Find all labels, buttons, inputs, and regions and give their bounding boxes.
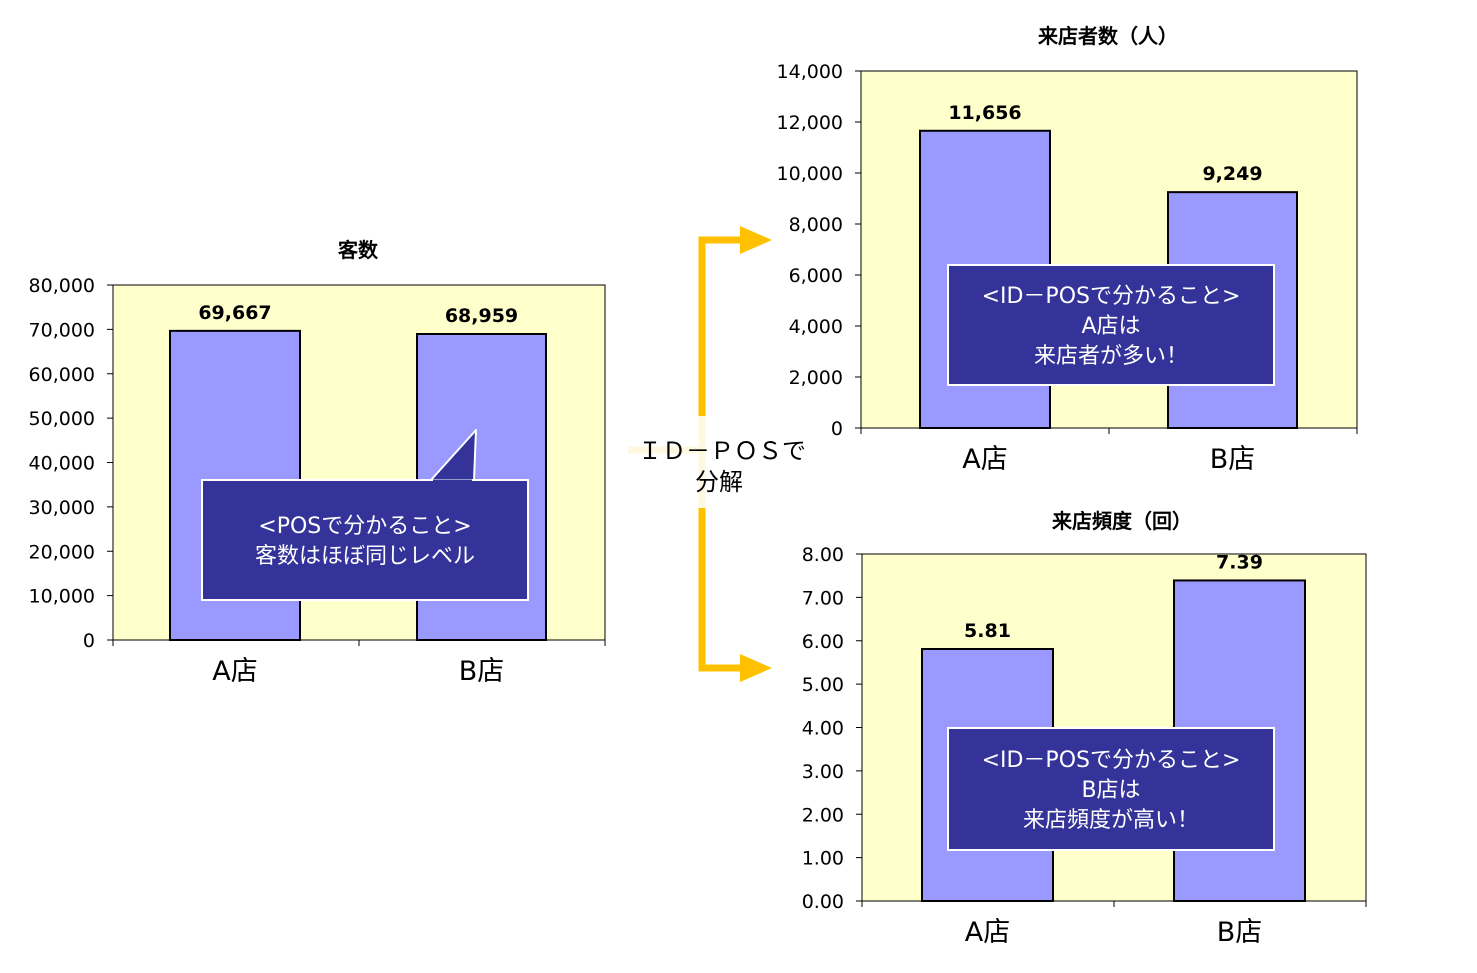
callout-line: 来店頻度が高い！ [1023,808,1199,833]
y-tick-label: 2,000 [789,367,843,389]
chart-title: 来店頻度（回） [1051,509,1192,533]
callout-line: <ID－POSで分かること> [982,284,1241,309]
data-label: 68,959 [445,305,518,327]
callout-box [201,479,529,601]
chart-title: 来店者数（人） [1037,24,1178,48]
y-tick-label: 4.00 [802,718,844,740]
y-tick-label: 70,000 [29,319,95,341]
data-label: 5.81 [964,620,1011,642]
y-tick-label: 4,000 [789,316,843,338]
data-label: 9,249 [1202,163,1262,185]
y-tick-label: 6.00 [802,631,844,653]
y-tick-label: 5.00 [802,674,844,696]
y-tick-label: 10,000 [29,586,95,608]
y-tick-label: 3.00 [802,761,844,783]
data-label: 69,667 [198,302,271,324]
y-tick-label: 7.00 [802,587,844,609]
callout-line: <POSで分かること> [258,514,471,539]
callout-box [947,264,1275,386]
data-label: 11,656 [948,102,1021,124]
y-tick-label: 8.00 [802,544,844,566]
y-tick-label: 40,000 [29,453,95,475]
category-label: B店 [459,656,505,687]
chart-hindo: 来店頻度（回） 0.00 1.00 2.00 3.00 4.00 5.00 6.00 7.00 8… [802,509,1367,948]
y-tick-label: 1.00 [802,848,844,870]
y-tick-label: 80,000 [29,275,95,297]
category-label: B店 [1217,917,1263,948]
connector-label-line2: 分解 [695,468,743,496]
y-tick-label: 0 [831,418,843,440]
y-tick-label: 60,000 [29,364,95,386]
y-tick-label: 10,000 [777,163,843,185]
connector: ＩＤ－ＰＯＳで 分解 [606,226,822,682]
y-tick-label: 8,000 [789,214,843,236]
y-tick-label: 20,000 [29,541,95,563]
callout-line: B店は [1081,778,1140,803]
y-tick-label: 30,000 [29,497,95,519]
y-tick-label: 0 [83,630,95,652]
connector-arrow-bottom [698,450,742,672]
y-tick-label: 6,000 [789,265,843,287]
callout-line: A店は [1081,314,1140,339]
charts-layer: 客数 0 10,000 20,000 30,000 40,000 50,000 60,000 7… [29,24,1367,948]
category-label: A店 [212,656,257,687]
callout-line: <ID－POSで分かること> [982,748,1241,773]
y-tick-label: 14,000 [777,61,843,83]
callout-line: 客数はほぼ同じレベル [255,544,475,569]
chart-title: 客数 [337,238,379,262]
data-label: 7.39 [1216,551,1263,573]
category-label: A店 [962,444,1007,475]
callout: <POSで分かること> 客数はほぼ同じレベル [201,429,529,601]
connector-label-bg [606,416,822,508]
callout-line: 来店者が多い！ [1034,344,1188,369]
connector-label-line1: ＩＤ－ＰＯＳで [638,437,806,465]
y-tick-label: 0.00 [802,891,844,913]
chart-kyakusu: 客数 0 10,000 20,000 30,000 40,000 50,000 60,000 7… [29,238,606,687]
y-tick-label: 2.00 [802,804,844,826]
category-label: A店 [965,917,1010,948]
callout-box [947,727,1275,851]
y-tick-label: 50,000 [29,408,95,430]
chart-raitensha: 来店者数（人） 0 2,000 4,000 6,000 8,000 10,000 12,000… [777,24,1358,475]
y-tick-label: 12,000 [777,112,843,134]
category-label: B店 [1210,444,1256,475]
connector-arrowhead-top [740,226,772,254]
connector-arrowhead-bottom [740,654,772,682]
